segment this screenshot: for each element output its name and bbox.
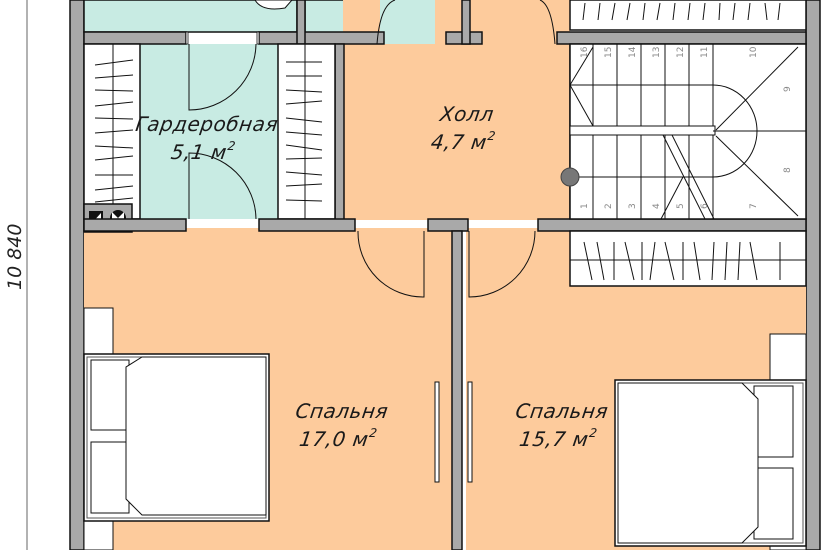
wall-v-toilet2 [461,0,471,45]
mirror-right [467,381,473,483]
pillow-right-2 [753,467,794,540]
pillow-left-2 [90,441,130,514]
wall-h1d [556,31,807,45]
wall-v-toilet [296,0,306,45]
room-area: 15,7 м2 [517,426,599,451]
svg-text:10: 10 [749,46,759,58]
room-area: 4,7 м2 [429,129,497,154]
wardrobe-closet-right [277,43,336,220]
room-name: Спальня [514,399,610,423]
blanket-left [125,356,267,516]
wall-h2c [427,218,469,232]
toilet-floor-bit [380,0,435,44]
wall-h1b [258,31,385,45]
wall-h1a [83,31,187,45]
bedroom-left-door [357,230,425,298]
pillow-right-1 [753,385,794,458]
closet-right-bedroom [569,230,807,287]
svg-text:2: 2 [604,203,614,209]
closet-top-right [569,0,807,31]
svg-text:1: 1 [580,203,590,209]
svg-text:6: 6 [700,203,710,209]
svg-text:11: 11 [700,47,710,58]
room-label-bedroom-left: Спальня 17,0 м2 [276,399,403,451]
room-name: Холл [438,102,496,126]
wardrobe-door-top [188,43,257,111]
blanket-right [617,382,759,544]
staircase: 1 2 3 4 5 6 7 8 9 10 11 12 13 14 15 16 [560,43,807,220]
room-area: 5,1 м2 [169,139,237,164]
wall-h2d [537,218,807,232]
svg-text:13: 13 [652,47,662,58]
wall-right [805,0,821,551]
toilet-fixture [254,0,293,10]
wardrobe-door-bottom [188,152,257,220]
room-name: Гардеробная [134,112,280,136]
svg-text:8: 8 [783,167,793,173]
svg-text:14: 14 [628,46,638,58]
svg-text:5: 5 [676,203,686,209]
room-label-wardrobe: Гардеробная 5,1 м2 [116,112,293,164]
room-label-hall: Холл 4,7 м2 [406,102,523,154]
svg-text:16: 16 [580,46,590,58]
svg-text:12: 12 [676,47,686,58]
svg-text:4: 4 [652,203,662,209]
room-area: 17,0 м2 [297,426,379,451]
bedroom-right-door [468,230,536,298]
room-label-bedroom-right: Спальня 15,7 м2 [496,399,623,451]
column [560,167,580,187]
mirror-left [434,381,440,483]
svg-text:9: 9 [783,86,793,92]
wall-bedroom-divider [451,230,463,551]
svg-text:7: 7 [749,203,759,209]
wall-v-hall-left [334,43,345,221]
pillow-left-1 [90,359,130,431]
room-name: Спальня [294,399,390,423]
svg-text:15: 15 [604,47,614,58]
wall-h2a [83,218,187,232]
wall-h2b [258,218,356,232]
dimension-label: 10 840 [4,223,26,290]
wall-left [69,0,85,551]
svg-text:3: 3 [628,203,638,209]
